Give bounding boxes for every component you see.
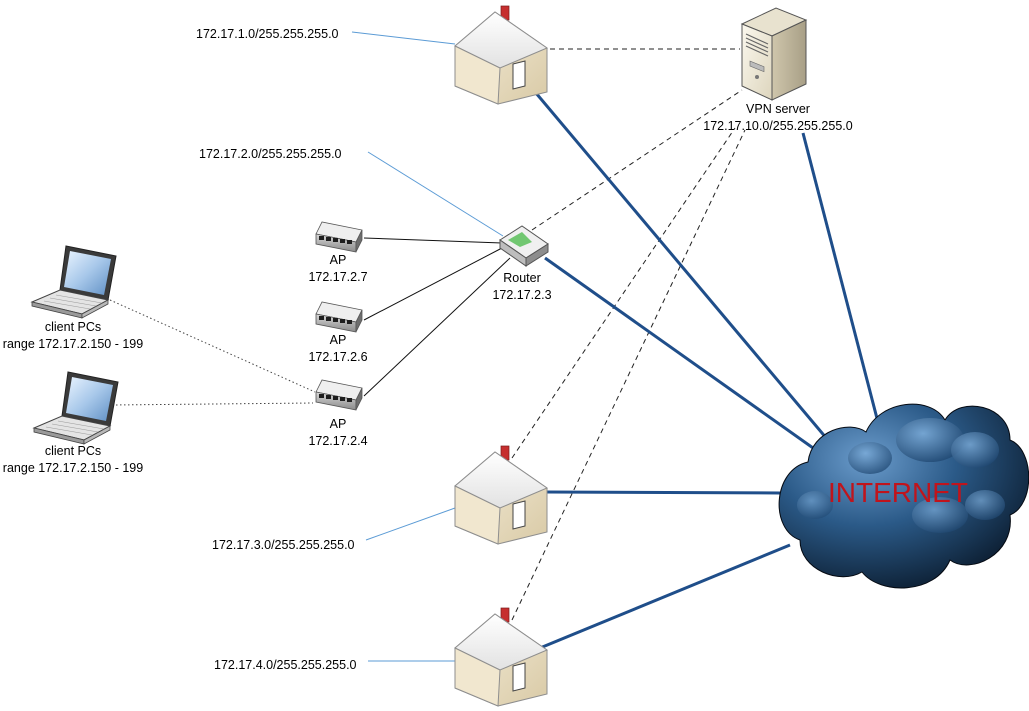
laptop-icon-1 — [31, 245, 117, 319]
lan-ap1 — [363, 237, 503, 244]
router-ip: 172.17.2.3 — [492, 288, 551, 302]
wireless-pc2 — [111, 402, 314, 406]
house-icon-net3 — [454, 445, 548, 545]
lan-links — [363, 237, 511, 397]
pc2-range: range 172.17.2.150 - 199 — [3, 461, 143, 475]
net3-subnet-label: 172.17.3.0/255.255.255.0 — [212, 538, 355, 552]
router-name: Router — [503, 271, 541, 285]
ap3-name: AP — [330, 417, 347, 431]
server-icon — [740, 7, 808, 101]
house-icon-net1 — [454, 5, 548, 105]
wan-vpn — [801, 132, 882, 431]
lan-ap3 — [363, 257, 511, 397]
access-point-icon-1 — [315, 221, 363, 253]
wan-links — [523, 79, 882, 650]
internet-label: INTERNET — [828, 477, 968, 508]
laptop-icon-2 — [33, 371, 119, 445]
pc2-name: client PCs — [45, 444, 101, 458]
pc1-range: range 172.17.2.150 - 199 — [3, 337, 143, 351]
pc1-name: client PCs — [45, 320, 101, 334]
wan-router — [544, 256, 831, 462]
net4-subnet-label: 172.17.4.0/255.255.255.0 — [214, 658, 357, 672]
tunnel-net3 — [511, 127, 736, 459]
ap2-ip: 172.17.2.6 — [308, 350, 367, 364]
vpn-server-name: VPN server — [746, 102, 810, 116]
ap1-ip: 172.17.2.7 — [308, 270, 367, 284]
ap2-name: AP — [330, 333, 347, 347]
net2-leader — [367, 151, 504, 237]
vpn-tunnels — [511, 48, 746, 621]
wireless-links — [109, 299, 316, 406]
cloud-icon — [778, 403, 1029, 589]
label-leaders — [351, 31, 504, 662]
access-point-icon-3 — [315, 379, 363, 411]
house-icon-net4 — [454, 607, 548, 707]
vpn-server-subnet: 172.17.10.0/255.255.255.0 — [703, 119, 852, 133]
wan-net4 — [539, 543, 791, 650]
tunnel-router — [531, 89, 743, 231]
tunnel-net4 — [511, 129, 746, 621]
access-point-icon-2 — [315, 301, 363, 333]
wireless-pc1 — [109, 299, 316, 393]
wan-net1 — [523, 79, 840, 453]
ap1-name: AP — [330, 253, 347, 267]
ap3-ip: 172.17.2.4 — [308, 434, 367, 448]
net1-subnet-label: 172.17.1.0/255.255.255.0 — [196, 27, 339, 41]
router-icon — [499, 225, 549, 267]
wan-net3 — [545, 490, 781, 495]
net3-leader — [365, 507, 456, 541]
net1-leader — [351, 31, 456, 45]
lan-ap2 — [363, 247, 503, 321]
net2-subnet-label: 172.17.2.0/255.255.255.0 — [199, 147, 342, 161]
